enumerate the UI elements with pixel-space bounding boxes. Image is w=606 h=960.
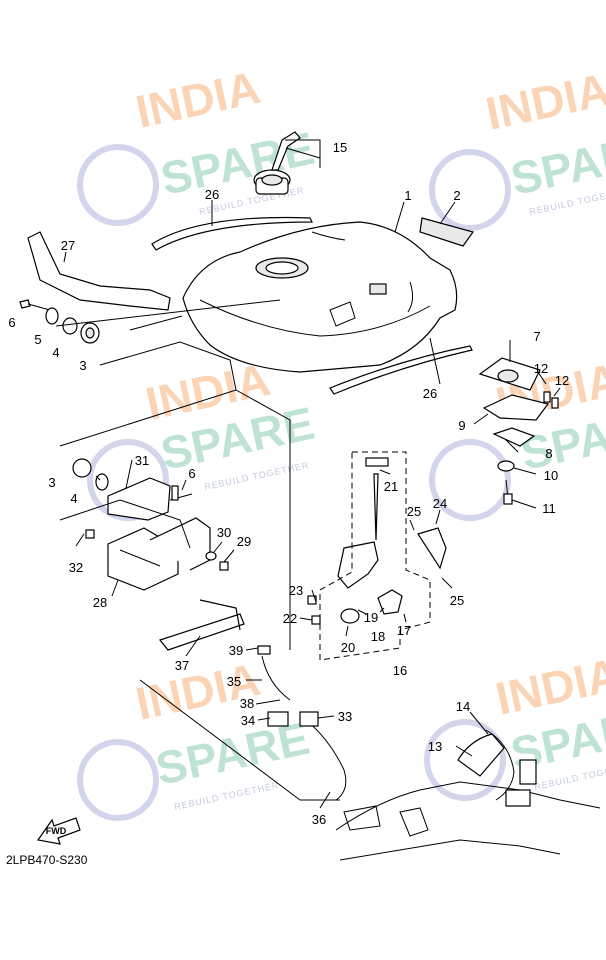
part-label-14: 14 xyxy=(456,699,470,714)
part-label-4: 4 xyxy=(70,491,77,506)
tank-stripe-upper xyxy=(151,216,313,251)
fuel-cock-group-box xyxy=(319,451,431,661)
part-label-36: 36 xyxy=(312,812,326,827)
part-label-25: 25 xyxy=(407,504,421,519)
part-label-15: 15 xyxy=(333,140,347,155)
fuel-cock-assembly xyxy=(307,457,447,625)
fuel-level-sender xyxy=(457,729,515,801)
wrench-logo-icon xyxy=(424,719,506,801)
part-label-7: 7 xyxy=(533,329,540,344)
part-label-23: 23 xyxy=(289,583,303,598)
part-label-13: 13 xyxy=(428,739,442,754)
watermark-india: INDIA xyxy=(481,63,606,140)
part-label-6: 6 xyxy=(8,315,15,330)
part-label-38: 38 xyxy=(240,696,254,711)
part-label-10: 10 xyxy=(544,468,558,483)
watermark-india: INDIA xyxy=(131,61,264,138)
part-label-37: 37 xyxy=(175,658,189,673)
wrench-logo-icon xyxy=(429,439,511,521)
charcoal-canister xyxy=(85,517,229,591)
part-labels: 1 2 3 3 4 4 5 6 6 7 8 9 10 11 12 12 13 1… xyxy=(8,140,569,827)
part-label-39: 39 xyxy=(229,643,243,658)
fuel-tank xyxy=(182,221,458,373)
part-label-5: 5 xyxy=(34,332,41,347)
tank-stripe-lower xyxy=(329,345,473,395)
wrench-logo-icon xyxy=(77,144,159,226)
wrench-logo-icon xyxy=(77,739,159,821)
part-label-12: 12 xyxy=(555,373,569,388)
part-label-18: 18 xyxy=(371,629,385,644)
part-label-27: 27 xyxy=(61,238,75,253)
frame-outline xyxy=(335,759,601,861)
part-label-16: 16 xyxy=(393,663,407,678)
part-label-4: 4 xyxy=(52,345,59,360)
part-label-1: 1 xyxy=(404,188,411,203)
side-cover xyxy=(27,231,171,311)
leader-lines xyxy=(55,139,561,809)
part-label-26: 26 xyxy=(205,187,219,202)
fuel-pump-plate-assembly xyxy=(478,357,559,505)
fuel-hoses xyxy=(257,645,347,801)
watermark-spare: SPARE xyxy=(506,122,606,205)
part-label-20: 20 xyxy=(341,640,355,655)
part-label-3: 3 xyxy=(79,358,86,373)
part-label-26: 26 xyxy=(423,386,437,401)
part-label-17: 17 xyxy=(397,623,411,638)
part-label-32: 32 xyxy=(69,560,83,575)
part-label-8: 8 xyxy=(545,446,552,461)
part-label-12: 12 xyxy=(534,361,548,376)
diagram-code: 2LPB470-S230 xyxy=(6,853,88,867)
part-label-33: 33 xyxy=(338,709,352,724)
wrench-logo-icon xyxy=(429,149,511,231)
part-label-11: 11 xyxy=(542,501,556,516)
rear-mount-bracket xyxy=(72,458,193,521)
part-label-34: 34 xyxy=(241,713,255,728)
part-label-19: 19 xyxy=(364,610,378,625)
part-label-31: 31 xyxy=(135,453,149,468)
fwd-arrow: FWD xyxy=(36,817,81,845)
part-label-28: 28 xyxy=(93,595,107,610)
part-label-9: 9 xyxy=(458,418,465,433)
part-label-2: 2 xyxy=(453,188,460,203)
tank-decal xyxy=(419,217,474,247)
part-label-35: 35 xyxy=(227,674,241,689)
part-label-25: 25 xyxy=(450,593,464,608)
part-label-22: 22 xyxy=(283,611,297,626)
part-label-6: 6 xyxy=(188,466,195,481)
part-label-24: 24 xyxy=(433,496,447,511)
part-label-3: 3 xyxy=(48,475,55,490)
top-fastener-set xyxy=(19,299,100,344)
part-label-21: 21 xyxy=(384,479,398,494)
part-label-30: 30 xyxy=(217,525,231,540)
fuel-cap xyxy=(253,131,321,195)
fwd-label: FWD xyxy=(46,826,67,836)
wrench-logo-icon xyxy=(87,439,169,521)
watermark-spare: SPARE xyxy=(151,712,314,795)
canister-bracket xyxy=(158,599,245,651)
watermark-top-right: INDIA SPARE REBUILD TOGETHER xyxy=(429,63,606,231)
part-label-29: 29 xyxy=(237,534,251,549)
